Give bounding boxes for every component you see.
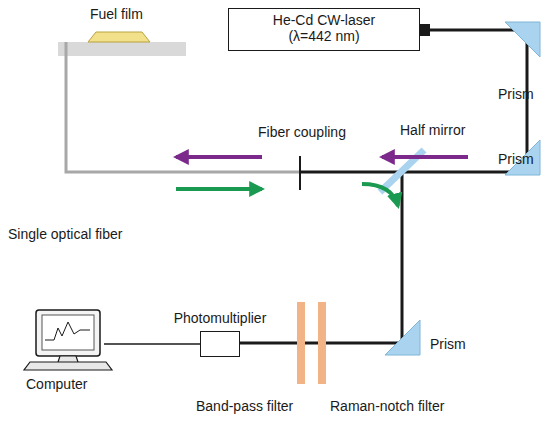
laser-beam — [300, 30, 527, 172]
screen-plot — [45, 322, 90, 340]
prism — [505, 22, 540, 57]
band-pass-filter — [297, 302, 305, 384]
laser-port — [420, 24, 430, 36]
part-label: Single optical fiber — [8, 226, 122, 242]
signal-cable — [104, 343, 200, 345]
excitation-arrow — [382, 155, 468, 159]
part-label: Prism — [430, 336, 466, 352]
fiber-coupling — [299, 156, 301, 190]
node-text: Photomultiplier — [174, 310, 267, 326]
part-label: Band-pass filter — [196, 398, 293, 414]
part-label: Half mirror — [400, 122, 465, 138]
signal-arrow — [362, 184, 398, 206]
prism — [385, 320, 420, 355]
computer-graphic — [22, 306, 116, 372]
part-label: Fuel film — [90, 6, 143, 22]
node-text: He-Cd CW-laser (λ=442 nm) — [262, 12, 387, 44]
substrate — [58, 42, 186, 56]
part-label: Raman-notch filter — [330, 398, 444, 414]
fuel-film — [88, 32, 150, 42]
raman-notch-filter — [318, 302, 326, 384]
monitor — [36, 310, 100, 356]
node-text: Computer — [26, 376, 87, 392]
optical-fiber — [66, 42, 300, 172]
part-label: Fiber coupling — [258, 124, 346, 140]
part-label: Prism — [498, 151, 534, 167]
laser-box: He-Cd CW-laser (λ=442 nm) — [228, 8, 420, 51]
photomultiplier-box: Photomultiplier — [200, 331, 240, 357]
screen — [42, 315, 94, 350]
keyboard — [24, 356, 112, 370]
excitation-arrow — [176, 155, 262, 159]
signal-arrow — [176, 187, 262, 191]
part-label: Prism — [498, 86, 534, 102]
computer-icon: Computer — [22, 306, 116, 396]
